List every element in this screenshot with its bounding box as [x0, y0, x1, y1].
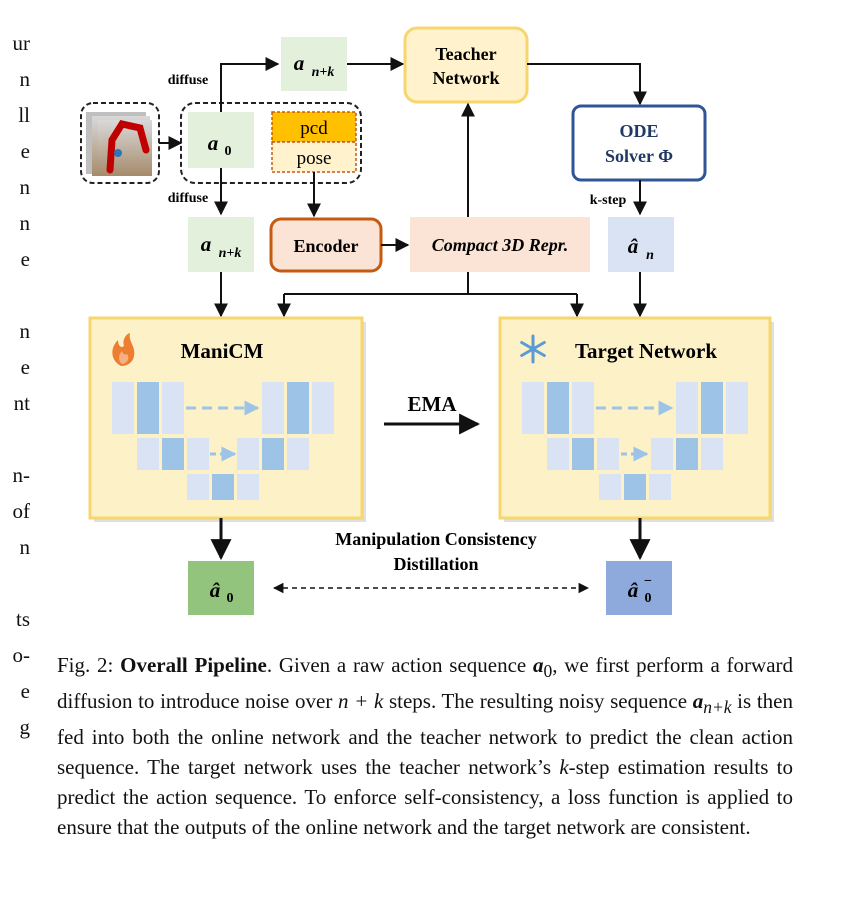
pcd-pose-box: pcd pose — [271, 111, 357, 173]
svg-text:n: n — [646, 248, 654, 263]
fragment: g — [19, 715, 31, 739]
pcd-label: pcd — [300, 118, 328, 139]
distillation-label-2: Distillation — [393, 554, 478, 574]
a0-box: a 0 — [188, 112, 254, 168]
svg-text:â: â — [210, 578, 221, 602]
pipeline-diagram: a 0 pcd pose diffuse a n+k Teacher Netwo… — [80, 26, 774, 615]
fragment: e — [20, 679, 30, 703]
caption-fig-label: Fig. 2: — [57, 653, 114, 677]
a-n-plus-k-top-box: a n+k — [281, 37, 347, 91]
svg-text:Encoder: Encoder — [294, 236, 359, 256]
fragment: n — [19, 211, 31, 235]
svg-text:0: 0 — [227, 591, 234, 606]
manicm-panel: ManiCM — [88, 316, 366, 522]
flame-icon — [112, 333, 135, 366]
diffuse-label-top: diffuse — [168, 73, 208, 88]
fragment: n- — [12, 463, 31, 487]
fragment: n — [19, 67, 31, 91]
target-network-panel: Target Network — [498, 316, 774, 522]
fragment: e — [20, 355, 30, 379]
diffuse-label-bottom: diffuse — [168, 191, 208, 206]
fragment: nt — [13, 391, 30, 415]
input-group-frame — [180, 102, 362, 184]
svg-text:n+k: n+k — [219, 246, 242, 261]
svg-text:Network: Network — [433, 68, 500, 88]
distillation-label-1: Manipulation Consistency — [335, 529, 537, 549]
fragment: ur — [12, 31, 31, 55]
svg-text:Solver Φ: Solver Φ — [605, 146, 673, 166]
k-step-label: k-step — [590, 193, 627, 208]
a-hat-0-minus-output-box: â 0 − — [606, 561, 672, 615]
fragment: ll — [18, 103, 30, 127]
a-hat-n-box: â n — [608, 217, 674, 272]
svg-text:0: 0 — [645, 591, 652, 606]
encoder-box: Encoder — [269, 217, 383, 273]
svg-text:â: â — [628, 234, 639, 258]
fragment: ts — [15, 607, 30, 631]
a-n-plus-k-bottom-box: a n+k — [188, 217, 254, 272]
snowflake-icon — [520, 334, 546, 364]
caption-title: Overall Pipeline — [120, 653, 267, 677]
svg-text:a: a — [208, 131, 219, 155]
svg-text:0: 0 — [225, 144, 232, 159]
svg-text:a: a — [294, 51, 305, 75]
teacher-network-box: Teacher Network — [403, 26, 529, 104]
figure-caption: Fig. 2: Overall Pipeline. Given a raw ac… — [57, 653, 794, 840]
target-network-title: Target Network — [575, 339, 717, 363]
svg-text:−: − — [644, 574, 652, 589]
robot-scene-image — [80, 102, 160, 184]
compact-3d-repr-box: Compact 3D Repr. — [410, 217, 590, 272]
svg-text:a: a — [201, 232, 212, 256]
svg-text:â: â — [628, 578, 639, 602]
svg-text:ODE: ODE — [619, 121, 658, 141]
fragment: n — [19, 319, 31, 343]
fragment: o- — [12, 643, 31, 667]
fragment: n — [19, 535, 31, 559]
pose-label: pose — [297, 148, 332, 169]
fragment: of — [12, 499, 31, 523]
fragment: e — [20, 139, 30, 163]
left-column-fragments: ur n ll e n n e n e nt n- of n ts o- e g — [0, 30, 31, 750]
manicm-title: ManiCM — [181, 339, 264, 363]
svg-text:Compact 3D Repr.: Compact 3D Repr. — [432, 235, 569, 255]
ode-solver-box: ODE Solver Φ — [571, 104, 707, 182]
fragment: n — [19, 175, 31, 199]
svg-text:n+k: n+k — [312, 65, 335, 80]
a-hat-0-output-box: â 0 — [188, 561, 254, 615]
fragment: e — [20, 247, 30, 271]
ema-label: EMA — [408, 392, 458, 416]
svg-text:Teacher: Teacher — [435, 44, 496, 64]
